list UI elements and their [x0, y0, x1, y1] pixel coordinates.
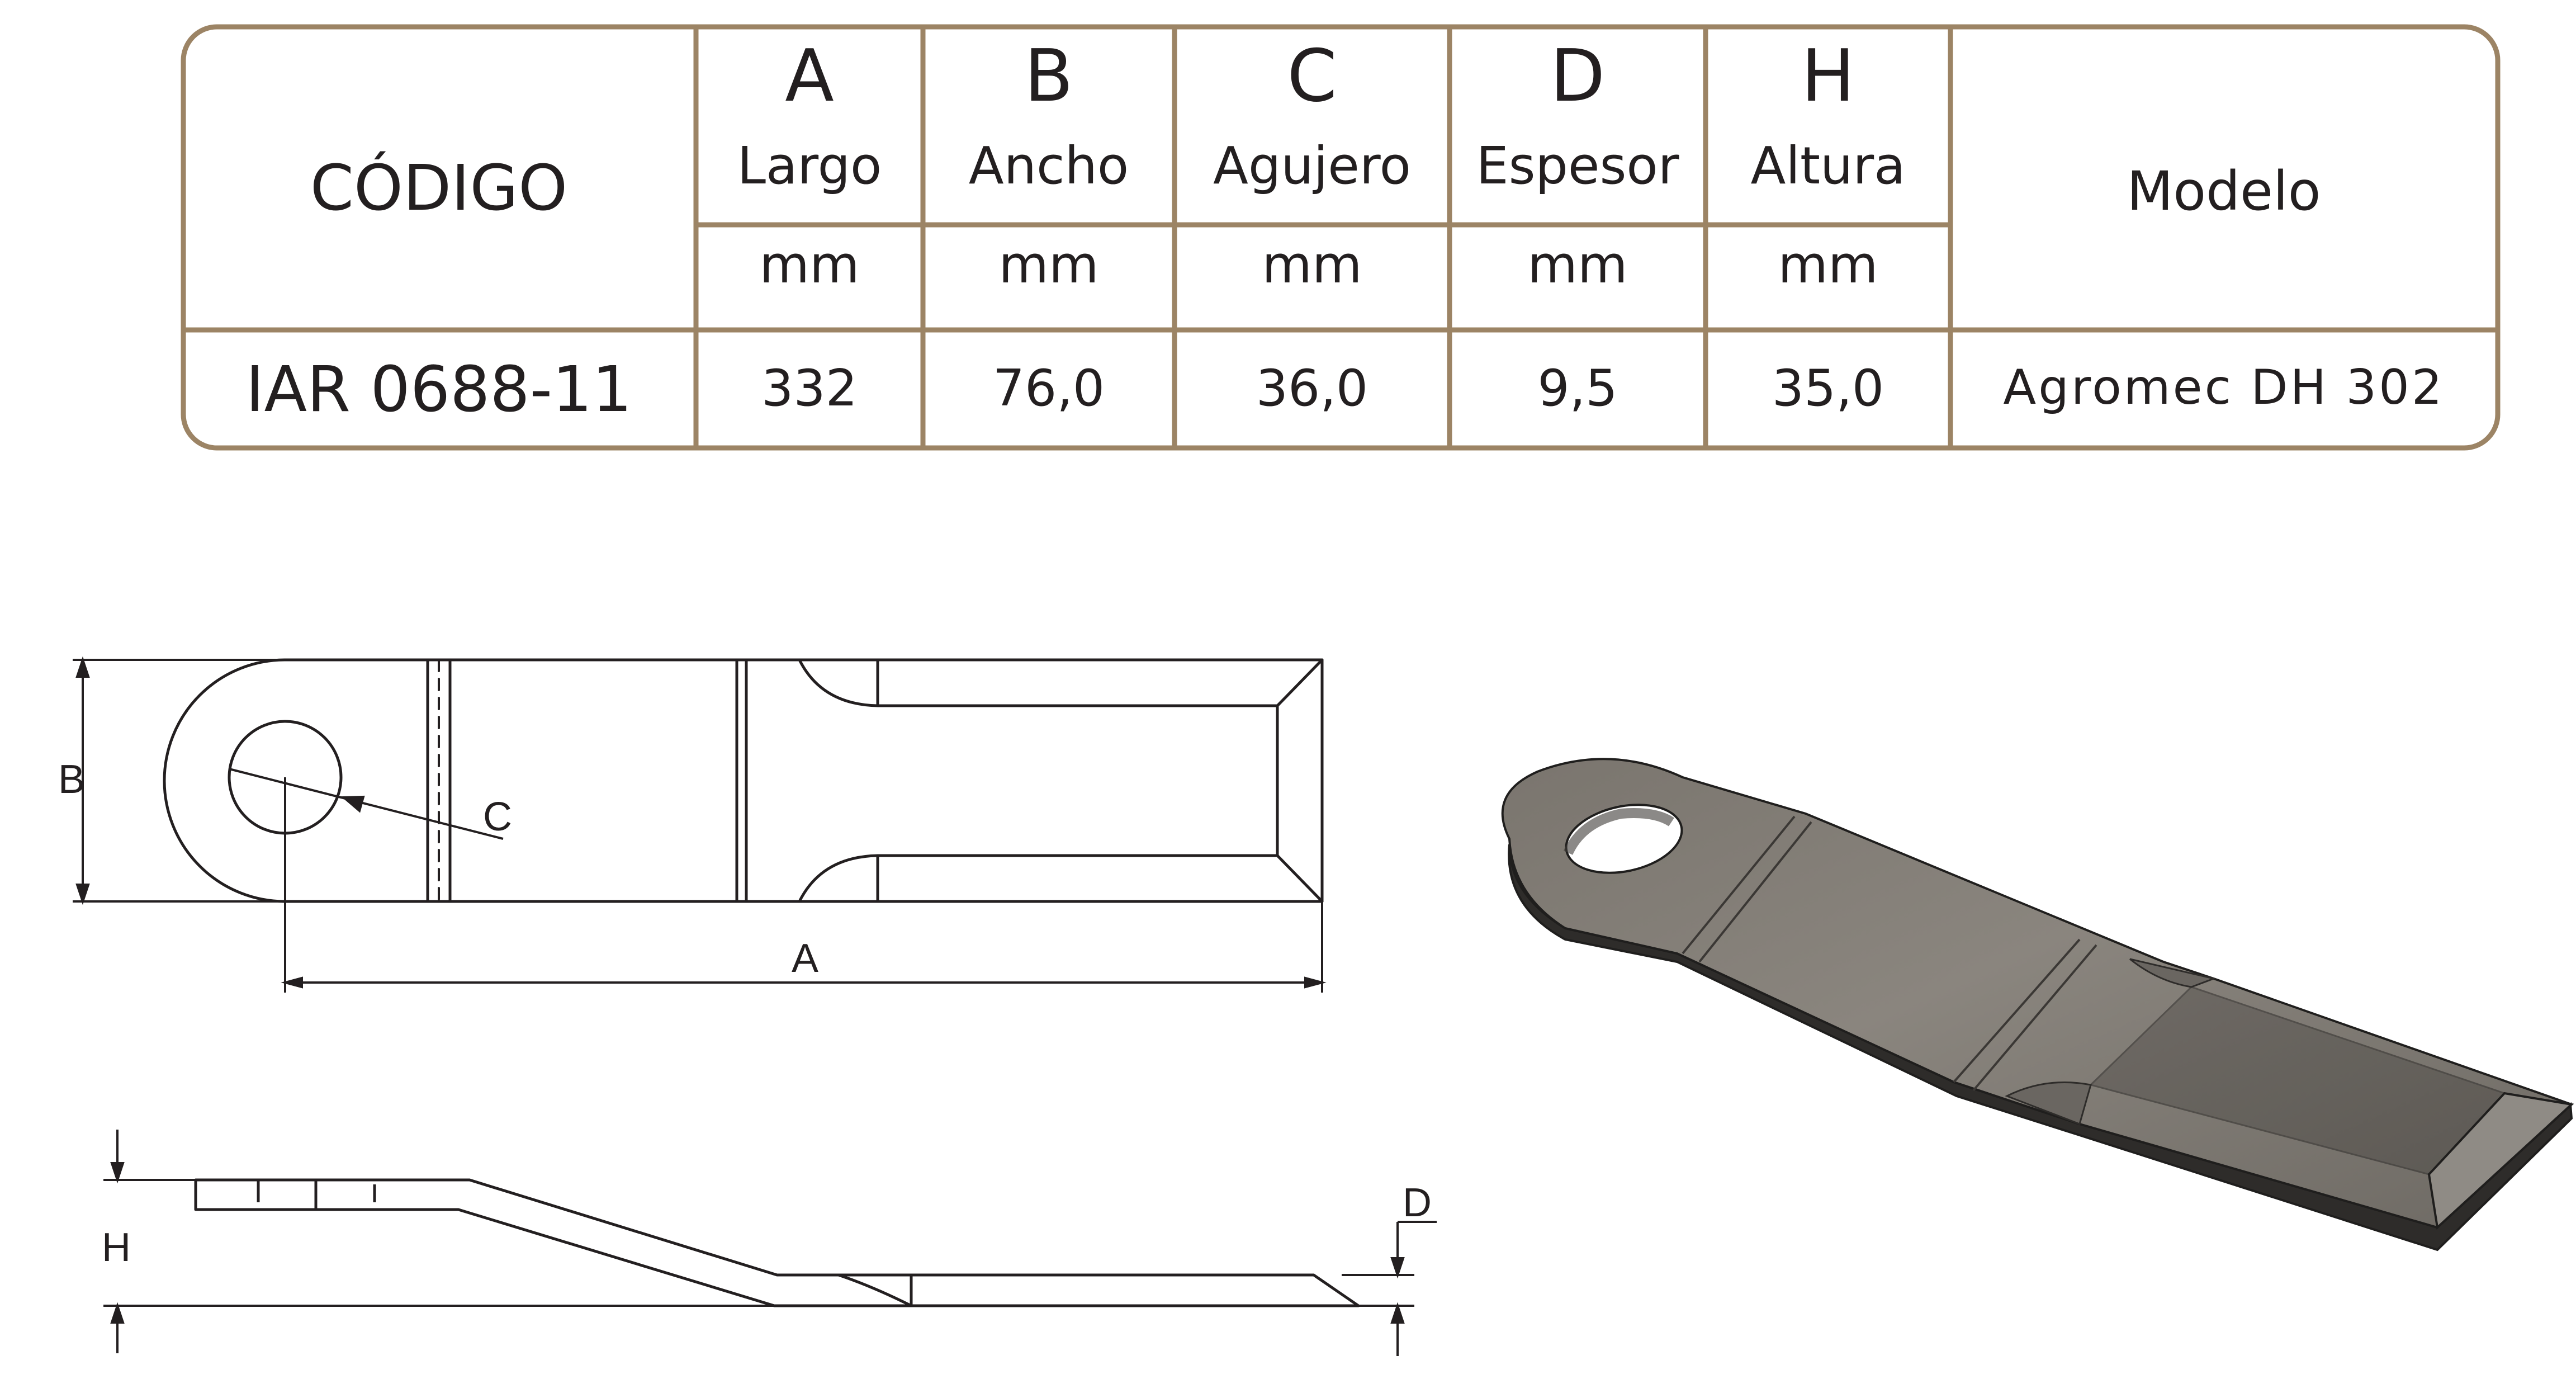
blade-3d-top — [1501, 758, 2574, 1229]
blade-outline-side — [194, 1178, 1360, 1307]
col-h-unit: mm — [1778, 235, 1878, 295]
col-c-unit: mm — [1262, 235, 1362, 295]
col-b-value: 76,0 — [993, 359, 1105, 418]
model-value: Agromec DH 302 — [2003, 360, 2444, 415]
col-d-unit: mm — [1527, 235, 1627, 295]
col-b-unit: mm — [998, 235, 1098, 295]
col-d-name: Espesor — [1476, 136, 1679, 196]
table-border — [181, 24, 2501, 451]
label-a: A — [792, 936, 818, 981]
col-h-name: Altura — [1750, 136, 1905, 196]
col-b-letter: B — [1024, 35, 1073, 118]
blade-3d-hole — [1565, 804, 1683, 874]
blade-3d-side — [1508, 844, 2573, 1252]
col-h-letter: H — [1801, 35, 1855, 118]
label-b: B — [58, 757, 85, 802]
code-header: CÓDIGO — [310, 152, 568, 225]
label-d: D — [1403, 1180, 1432, 1225]
col-c-value: 36,0 — [1256, 359, 1368, 418]
col-a-value: 332 — [761, 359, 858, 418]
col-h-value: 35,0 — [1772, 359, 1884, 418]
label-c: C — [483, 795, 512, 839]
mounting-hole — [228, 720, 343, 835]
col-a-unit: mm — [759, 235, 859, 295]
col-c-letter: C — [1287, 35, 1337, 118]
spec-table: CÓDIGO Modelo A Largo mm 332 B Ancho mm … — [181, 24, 2501, 451]
blade-3d-bevel — [2089, 986, 2506, 1175]
col-d-letter: D — [1550, 35, 1606, 118]
code-value: IAR 0688-11 — [245, 353, 632, 426]
model-header: Modelo — [2127, 160, 2321, 223]
col-a-letter: A — [785, 35, 834, 118]
col-d-value: 9,5 — [1537, 359, 1617, 418]
col-c-name: Agujero — [1213, 136, 1411, 196]
col-a-name: Largo — [737, 136, 882, 196]
label-h: H — [102, 1225, 131, 1270]
col-b-name: Ancho — [969, 136, 1129, 196]
blade-outline-front — [163, 658, 1324, 903]
